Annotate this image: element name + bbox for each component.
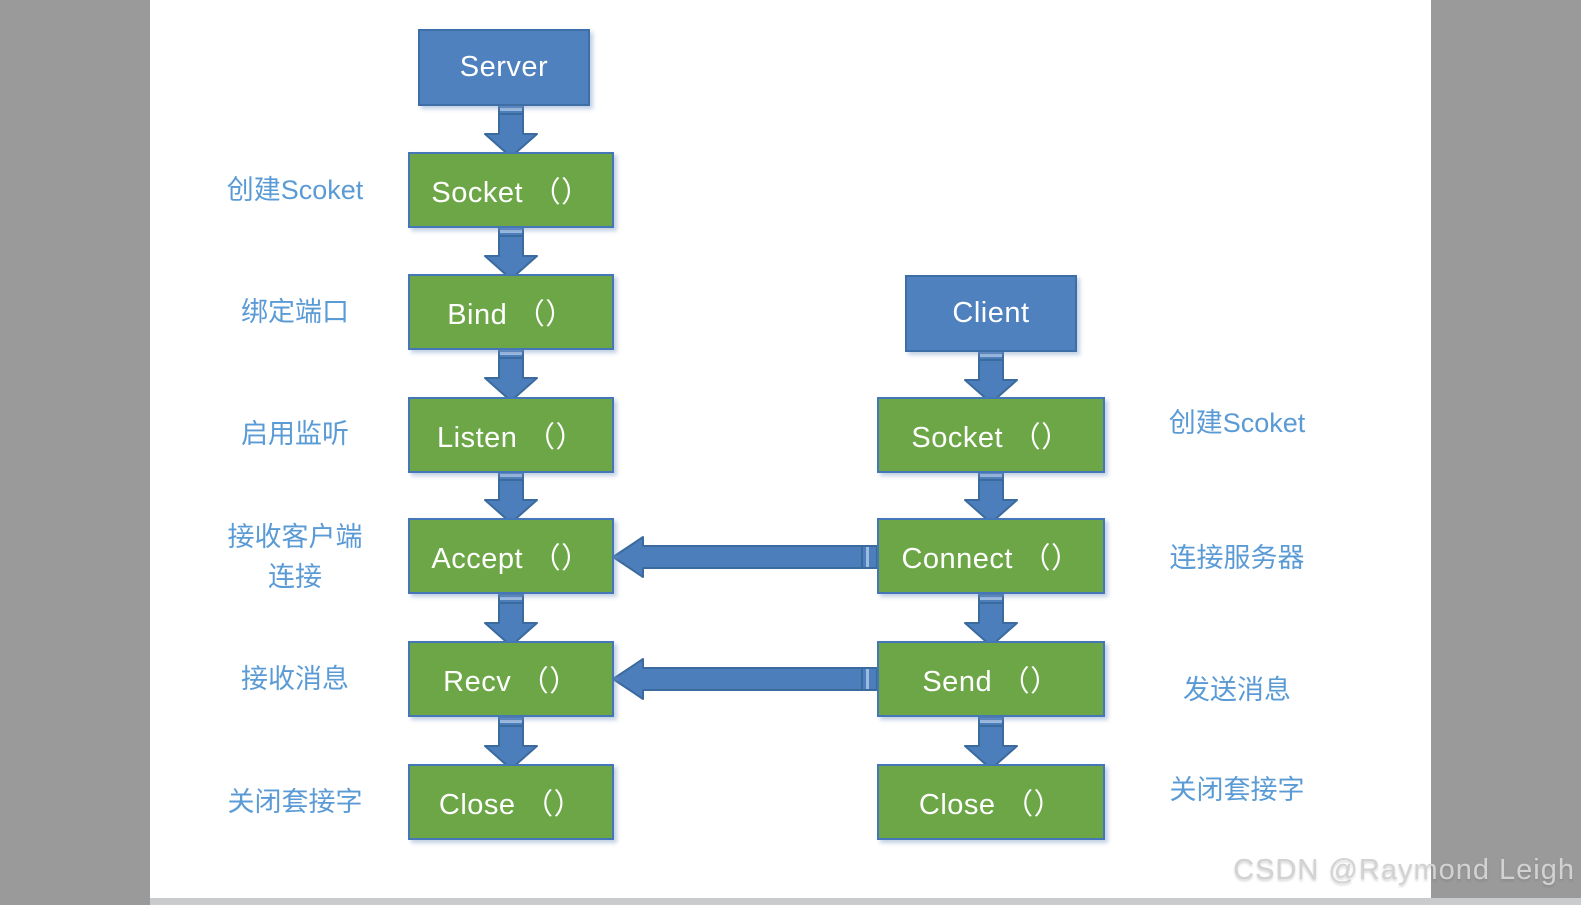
server-step-recv: Recv （）: [408, 641, 614, 717]
server-annotation-receive-message: 接收消息: [241, 664, 349, 694]
client-step-socket: Socket （）: [877, 397, 1105, 473]
down-arrow-icon: [964, 593, 1018, 647]
server-step-accept: Accept （）: [408, 518, 614, 594]
down-arrow-icon: [484, 348, 538, 402]
client-annotation-close-socket: 关闭套接字: [1169, 775, 1305, 805]
client-annotation-send-message: 发送消息: [1183, 675, 1291, 705]
down-arrow-icon: [484, 593, 538, 647]
server-annotation-close-socket: 关闭套接字: [227, 787, 363, 817]
down-arrow-icon: [484, 470, 538, 524]
server-step-bind: Bind （）: [408, 274, 614, 350]
server-annotation-bind-port: 绑定端口: [241, 297, 349, 327]
down-arrow-icon: [964, 350, 1018, 404]
left-arrow-icon: [612, 536, 878, 578]
client-step-close: Close （）: [877, 764, 1105, 840]
server-annotation-listen: 启用监听: [241, 419, 349, 449]
down-arrow-icon: [484, 716, 538, 770]
server-annotation-accept-connection: 接收客户端 连接: [227, 522, 363, 592]
server-step-close: Close （）: [408, 764, 614, 840]
client-step-connect: Connect （）: [877, 518, 1105, 594]
server-header-box: Server: [418, 29, 590, 106]
client-annotation-connect-server: 连接服务器: [1169, 543, 1305, 573]
csdn-watermark: CSDN @Raymond Leigh: [1233, 854, 1575, 886]
client-annotation-create-socket: 创建Scoket: [1168, 408, 1306, 438]
page-bottom-edge: [150, 898, 1581, 905]
client-header-box: Client: [905, 275, 1077, 352]
client-step-send: Send （）: [877, 641, 1105, 717]
server-step-listen: Listen （）: [408, 397, 614, 473]
server-step-socket: Socket （）: [408, 152, 614, 228]
down-arrow-icon: [484, 104, 538, 158]
document-page: [150, 0, 1431, 898]
left-arrow-icon: [612, 658, 878, 700]
down-arrow-icon: [484, 226, 538, 280]
down-arrow-icon: [964, 716, 1018, 770]
down-arrow-icon: [964, 470, 1018, 524]
server-annotation-create-socket: 创建Scoket: [226, 175, 364, 205]
